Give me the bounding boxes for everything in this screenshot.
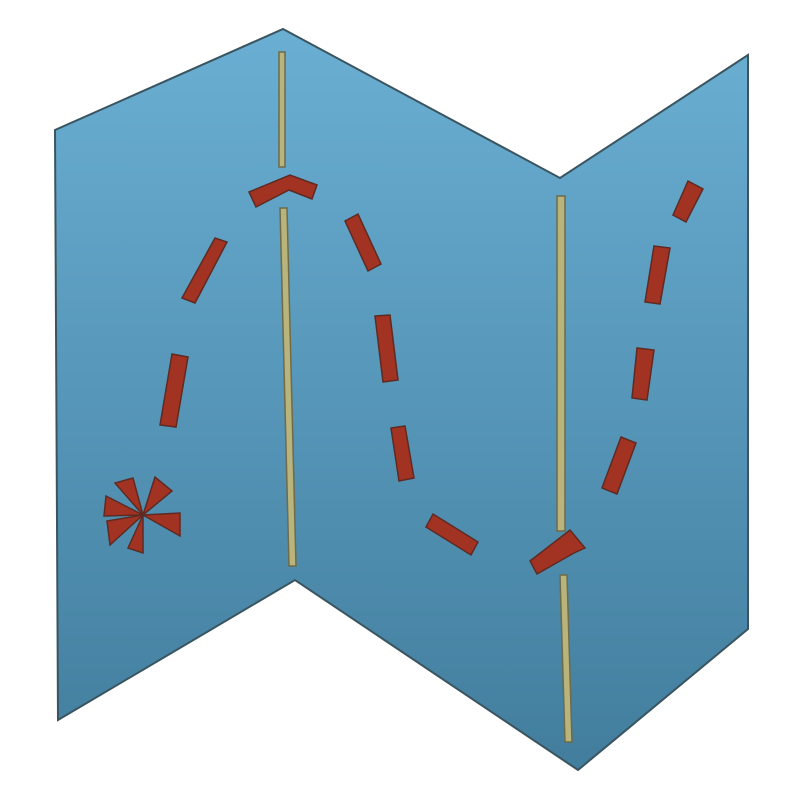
x-mark-arm: [141, 475, 174, 518]
fold-crease-right-upper: [556, 195, 566, 532]
trail-dash: [247, 174, 318, 209]
trail-dash: [374, 314, 399, 383]
trail-dash: [644, 245, 671, 305]
trail-dash: [344, 212, 382, 273]
fold-crease-left-lower: [279, 207, 297, 567]
x-mark-arm: [140, 512, 181, 538]
fold-crease-left-upper: [278, 51, 286, 168]
folded-map-icon: [53, 27, 749, 772]
fold-crease-icon: [278, 51, 573, 743]
x-mark-arm: [106, 513, 146, 547]
treasure-x-mark-icon: [103, 475, 181, 555]
trail-dash: [631, 347, 655, 401]
trail-dash: [425, 512, 479, 557]
trail-dash: [180, 237, 229, 304]
x-mark-arm: [126, 514, 144, 555]
trail-dash: [601, 436, 637, 495]
trail-dash: [672, 179, 705, 224]
trail-dash: [529, 528, 587, 576]
dashed-trail-icon: [159, 174, 705, 576]
x-mark-arm: [113, 477, 144, 516]
trail-dash: [159, 353, 189, 428]
x-mark-arm: [103, 494, 144, 517]
trail-dash: [390, 425, 415, 482]
fold-crease-right-lower: [559, 574, 573, 743]
